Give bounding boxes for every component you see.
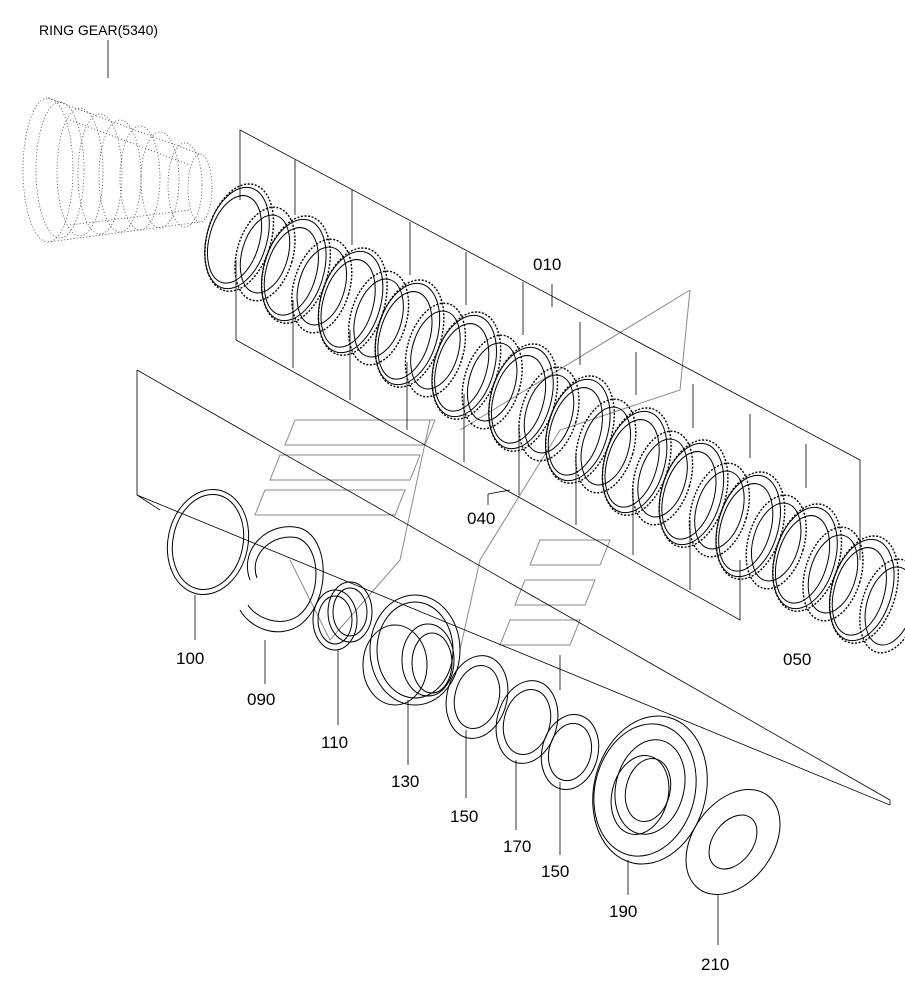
plate-210 — [685, 789, 781, 945]
clutch-plate — [488, 343, 580, 462]
label-170: 170 — [503, 837, 531, 856]
clutch-plates — [204, 183, 905, 654]
clutch-plate — [261, 215, 353, 334]
label-090: 090 — [247, 690, 275, 709]
ring-gear-title: RING GEAR(5340) — [39, 22, 158, 38]
label-190: 190 — [609, 902, 637, 921]
label-010: 010 — [533, 255, 561, 274]
snap-ring-100 — [166, 488, 250, 640]
washer-170 — [495, 680, 559, 830]
clutch-plate — [317, 247, 410, 366]
hub-130 — [362, 594, 461, 765]
watermark-logo — [254, 289, 691, 651]
clutch-plate — [431, 311, 523, 430]
clutch-plate — [772, 503, 864, 622]
label-110: 110 — [321, 733, 348, 752]
bushing-110 — [312, 581, 373, 725]
label-050: 050 — [783, 650, 811, 669]
label-130: 130 — [391, 772, 419, 791]
washer-150a — [445, 655, 509, 798]
label-210: 210 — [701, 955, 729, 974]
label-040: 040 — [467, 509, 495, 528]
open-ring-090 — [239, 526, 324, 684]
label-150-a: 150 — [450, 807, 478, 826]
washer-150b — [540, 714, 600, 855]
clutch-plate — [829, 535, 905, 654]
piston-190 — [592, 715, 708, 895]
clutch-plate — [601, 407, 694, 526]
label-100: 100 — [176, 649, 204, 668]
clutch-plate — [545, 375, 637, 494]
clutch-plate — [374, 279, 467, 398]
lower-frame — [136, 369, 891, 806]
ring-gear — [22, 97, 213, 243]
clutch-plate — [658, 439, 751, 558]
label-150-b: 150 — [541, 862, 569, 881]
clutch-plate — [204, 183, 296, 302]
clutch-pack-frame — [235, 129, 861, 621]
clutch-plate — [715, 471, 807, 590]
